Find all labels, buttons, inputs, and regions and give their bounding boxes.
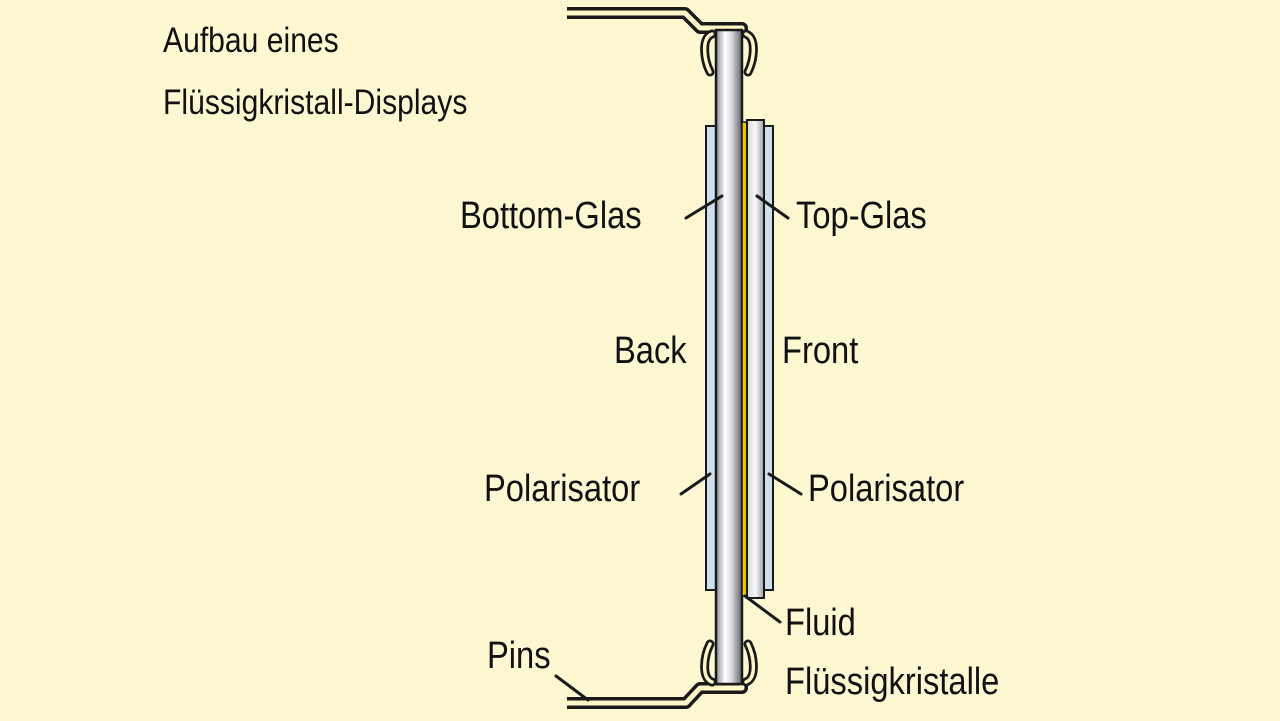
label-top-glas: Top-Glas bbox=[796, 195, 927, 237]
diagram-title-line1: Aufbau eines bbox=[163, 21, 339, 60]
label-back: Back bbox=[614, 330, 687, 372]
bottom-glass bbox=[714, 28, 744, 686]
label-fluid: Fluid bbox=[785, 602, 856, 644]
label-polarisator-front: Polarisator bbox=[808, 468, 965, 510]
label-polarisator-back: Polarisator bbox=[484, 468, 641, 510]
label-bottom-glas: Bottom-Glas bbox=[460, 195, 642, 237]
leader-polarisator-front bbox=[767, 472, 803, 496]
leader-top-glas bbox=[755, 194, 790, 220]
diagram-title-line2: Flüssigkristall-Displays bbox=[163, 83, 468, 122]
top-glass bbox=[746, 119, 765, 599]
leader-fluid bbox=[743, 594, 782, 624]
leader-pins bbox=[554, 674, 590, 702]
back-polarizer bbox=[705, 125, 717, 591]
leader-bottom-glas bbox=[684, 194, 724, 220]
leader-polarisator-back bbox=[679, 472, 712, 496]
label-fluessigkristalle: Flüssigkristalle bbox=[785, 661, 1000, 703]
label-pins: Pins bbox=[487, 635, 551, 677]
front-polarizer bbox=[763, 125, 774, 591]
label-front: Front bbox=[782, 330, 859, 372]
